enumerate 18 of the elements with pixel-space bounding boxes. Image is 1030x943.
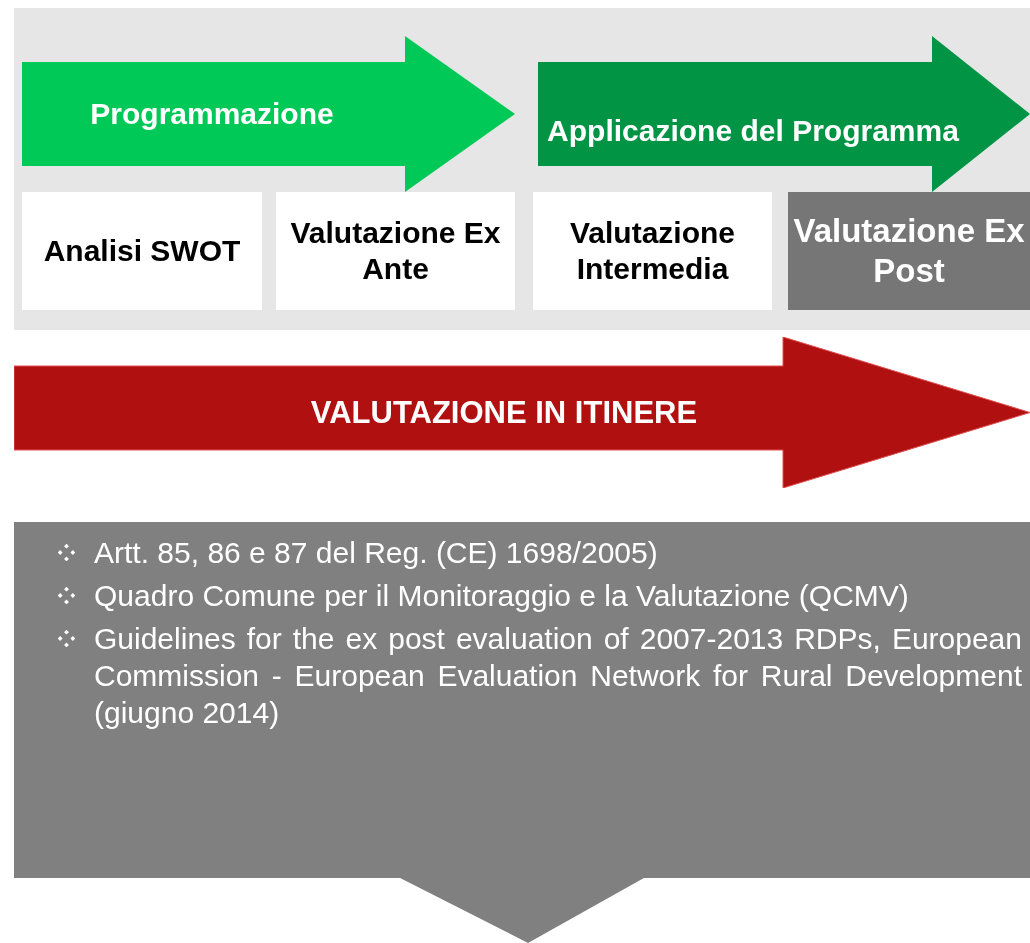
process-arrow (14, 337, 1030, 488)
arrow-label: Programmazione (90, 96, 334, 132)
stage-box (276, 192, 515, 310)
stage-label: Valutazione Intermedia (568, 215, 736, 287)
stage-label: Valutazione Ex Ante (289, 215, 502, 287)
stage-label: Analisi SWOT (43, 233, 241, 269)
reference-item: Artt. 85, 86 e 87 del Reg. (CE) 1698/2005) (94, 535, 659, 571)
reference-panel (14, 522, 1030, 943)
reference-item: Quadro Comune per il Monitoraggio e la Valutazione (QCMV) (94, 578, 910, 614)
arrow-label: Applicazione del Programma (547, 113, 959, 149)
stage-box (788, 192, 1030, 310)
reference-item: Guidelines for the ex post evaluation of 2007-2013 RDPs, European Commission - European Evaluation Network for Rural Development (giugno 2014) (94, 621, 1022, 731)
stage-label: Valutazione Ex Post (792, 211, 1026, 291)
stage-box (533, 192, 772, 310)
arrow-label: VALUTAZIONE IN ITINERE (310, 393, 698, 432)
stage-box (22, 192, 262, 310)
phase-arrow (538, 36, 1030, 192)
phase-arrow (22, 36, 515, 192)
